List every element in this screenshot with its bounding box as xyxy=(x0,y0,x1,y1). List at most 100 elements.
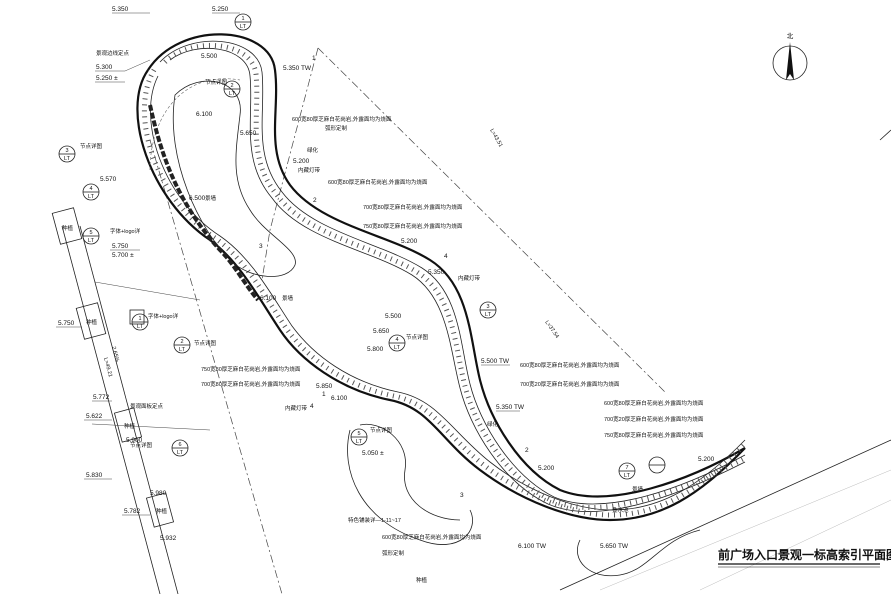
svg-text:5.350 TW: 5.350 TW xyxy=(496,404,525,411)
tree-label-2: 种植 xyxy=(86,318,98,326)
svg-text:5.200: 5.200 xyxy=(401,238,418,245)
index-bubble-9: 4LT xyxy=(388,334,406,352)
svg-text:LT: LT xyxy=(64,156,71,162)
svg-text:5.700 ±: 5.700 ± xyxy=(112,252,134,259)
svg-text:5.300: 5.300 xyxy=(96,64,113,71)
svg-text:LT: LT xyxy=(229,91,236,97)
road-edge-left xyxy=(61,225,161,594)
svg-text:700宽20厚芝麻白花岗岩,外露面均为烧面: 700宽20厚芝麻白花岗岩,外露面均为烧面 xyxy=(604,415,704,423)
svg-text:6.100 TW: 6.100 TW xyxy=(518,543,547,550)
planting-island xyxy=(172,80,296,277)
svg-text:5.350: 5.350 xyxy=(428,269,445,276)
svg-text:5: 5 xyxy=(357,431,360,437)
svg-text:5.800: 5.800 xyxy=(367,346,384,353)
island-dashed xyxy=(149,78,241,171)
lower-path-edge xyxy=(347,429,473,545)
svg-text:2: 2 xyxy=(230,83,233,89)
svg-text:5.900: 5.900 xyxy=(126,437,143,444)
walkway-inner-edge xyxy=(136,69,746,522)
axis-line-b xyxy=(91,423,211,431)
svg-text:LT: LT xyxy=(179,347,186,353)
svg-text:LT: LT xyxy=(177,450,184,456)
walkway-outer-edge xyxy=(147,33,746,498)
svg-text:5.830: 5.830 xyxy=(86,472,103,479)
material-notes: 600宽80厚芝麻白花岗岩,外露面均为烧面 弧形定制 600宽80厚芝麻白花岗岩… xyxy=(80,49,704,557)
site-boundary-line-2 xyxy=(261,47,319,281)
tree-label-4: 种植 xyxy=(156,507,168,515)
svg-text:750宽80厚芝麻白花岗岩,外露面均为烧面: 750宽80厚芝麻白花岗岩,外露面均为烧面 xyxy=(201,365,301,373)
walkway-band-2 xyxy=(169,47,746,512)
svg-text:LT: LT xyxy=(485,312,492,318)
drawing-scale: 1: xyxy=(882,554,888,561)
index-bubble-12: 7LT xyxy=(618,462,636,480)
svg-text:LT: LT xyxy=(624,473,631,479)
svg-text:特色铺装详—1-11~17: 特色铺装详—1-11~17 xyxy=(348,516,401,524)
section-mark-7: 3 xyxy=(460,492,464,499)
svg-text:1: 1 xyxy=(138,316,141,322)
tree-label-3: 种植 xyxy=(124,422,136,430)
svg-text:5.250 ±: 5.250 ± xyxy=(96,75,118,82)
index-bubble-13 xyxy=(648,456,666,474)
index-bubble-1: 1LT xyxy=(234,13,252,31)
svg-text:景墙: 景墙 xyxy=(205,194,217,202)
svg-text:5.650 TW: 5.650 TW xyxy=(600,543,629,550)
svg-text:L=37.54: L=37.54 xyxy=(543,320,559,340)
svg-text:4: 4 xyxy=(395,337,398,343)
svg-text:L=43.51: L=43.51 xyxy=(488,128,503,148)
svg-text:700宽20厚芝麻白花岗岩,外露面均为烧面: 700宽20厚芝麻白花岗岩,外露面均为烧面 xyxy=(520,380,620,388)
section-mark-5: 1 xyxy=(322,391,326,398)
svg-text:600宽80厚芝麻白花岗岩,外露面均为烧面: 600宽80厚芝麻白花岗岩,外露面均为烧面 xyxy=(520,361,620,369)
svg-text:5.200: 5.200 xyxy=(698,456,715,463)
road-centerline xyxy=(149,139,283,594)
svg-text:5.932: 5.932 xyxy=(160,535,177,542)
svg-text:5.980: 5.980 xyxy=(150,490,167,497)
svg-text:绿化: 绿化 xyxy=(307,146,319,154)
svg-text:LT: LT xyxy=(240,24,247,30)
svg-text:5.250: 5.250 xyxy=(212,6,229,13)
svg-text:5.200: 5.200 xyxy=(538,465,555,472)
svg-text:LT: LT xyxy=(356,439,363,445)
axis-line-a xyxy=(94,281,201,301)
index-bubble-6: 1LT xyxy=(131,313,149,331)
svg-text:6.500: 6.500 xyxy=(189,195,206,202)
svg-text:节点详图: 节点详图 xyxy=(194,339,217,347)
svg-text:600宽80厚芝麻白花岗岩,外露面均为烧面: 600宽80厚芝麻白花岗岩,外露面均为烧面 xyxy=(382,533,482,541)
svg-text:LT: LT xyxy=(394,345,401,351)
svg-text:5.650: 5.650 xyxy=(240,130,257,137)
svg-text:景墙: 景墙 xyxy=(632,485,644,493)
svg-text:750宽80厚芝麻白花岗岩,外露面均为烧面: 750宽80厚芝麻白花岗岩,外露面均为烧面 xyxy=(604,431,704,439)
svg-text:600宽80厚芝麻白花岗岩,外露面均为烧面: 600宽80厚芝麻白花岗岩,外露面均为烧面 xyxy=(328,178,428,186)
index-bubble-5: 5LT xyxy=(82,227,100,245)
svg-text:叠水池: 叠水池 xyxy=(612,506,629,514)
svg-text:5.650: 5.650 xyxy=(373,328,390,335)
elevation-leaders xyxy=(56,12,520,516)
section-mark-6: 2 xyxy=(525,447,529,454)
north-arrow: 北 xyxy=(772,32,808,81)
right-area-edge-3 xyxy=(699,499,891,591)
svg-text:5.782: 5.782 xyxy=(124,508,141,515)
svg-text:5.050 ±: 5.050 ± xyxy=(362,450,384,457)
svg-text:5.750: 5.750 xyxy=(58,320,75,327)
index-bubble-2: 2LT xyxy=(223,80,241,98)
index-bubble-3: 3LT xyxy=(58,145,76,163)
svg-text:5.750: 5.750 xyxy=(112,243,129,250)
right-area-edge-2 xyxy=(599,469,891,591)
tree-symbols xyxy=(51,207,175,528)
svg-text:内藏灯带: 内藏灯带 xyxy=(458,274,481,282)
index-bubble-7: 2LT xyxy=(173,336,191,354)
svg-text:2: 2 xyxy=(180,339,183,345)
right-area-edge xyxy=(559,439,891,591)
svg-text:5.622: 5.622 xyxy=(86,413,103,420)
svg-text:字体+logo详: 字体+logo详 xyxy=(110,227,141,235)
svg-text:节点详图: 节点详图 xyxy=(205,78,228,86)
lower-path-edge-2 xyxy=(359,423,461,521)
svg-text:600宽80厚芝麻白花岗岩,外露面均为烧面: 600宽80厚芝麻白花岗岩,外露面均为烧面 xyxy=(292,115,392,123)
drawing-title: 前广场入口景观一标高索引平面图 xyxy=(718,547,891,562)
site-boundary-line xyxy=(317,47,666,393)
svg-text:5.500 TW: 5.500 TW xyxy=(481,358,510,365)
elevation-labels: 5.350 5.250 5.500 5.350 TW 5.300 5.250 ±… xyxy=(58,6,715,550)
svg-text:LT: LT xyxy=(88,238,95,244)
section-mark-2: 2 xyxy=(313,197,317,204)
svg-text:5.570: 5.570 xyxy=(100,176,117,183)
